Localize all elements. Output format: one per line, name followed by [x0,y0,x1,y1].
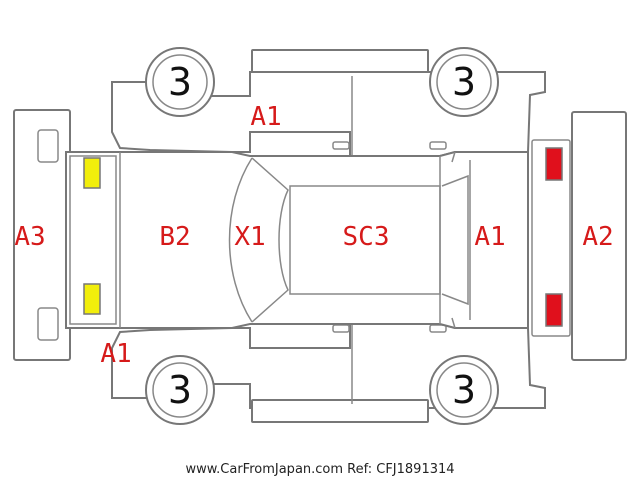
front-lamp-left [83,157,101,189]
code-front-bumper: A3 [14,222,45,252]
rear-bumper [571,111,627,361]
wheel-front-right-grade: 3 [168,368,192,412]
wheel-rear-left: 3 [429,47,499,117]
wheel-front-left-grade: 3 [168,60,192,104]
front-lamp-right [83,283,101,315]
wheel-front-right: 3 [145,355,215,425]
code-left-front-quarter: A1 [250,102,281,132]
code-right-front-quarter: A1 [100,339,131,369]
reference-footer: www.CarFromJapan.com Ref: CFJ1891314 [185,462,454,477]
rear-lamp-right [545,293,563,327]
code-rear-glass: A1 [474,222,505,252]
code-roof: SC3 [343,222,390,252]
wheel-rear-right: 3 [429,355,499,425]
code-rear-bumper: A2 [582,222,613,252]
wheel-rear-right-grade: 3 [452,368,476,412]
code-bonnet: B2 [159,222,190,252]
car-body-top-view [65,151,529,329]
rear-lamp-left [545,147,563,181]
wheel-front-left: 3 [145,47,215,117]
wheel-rear-left-grade: 3 [452,60,476,104]
code-windscreen: X1 [234,222,265,252]
